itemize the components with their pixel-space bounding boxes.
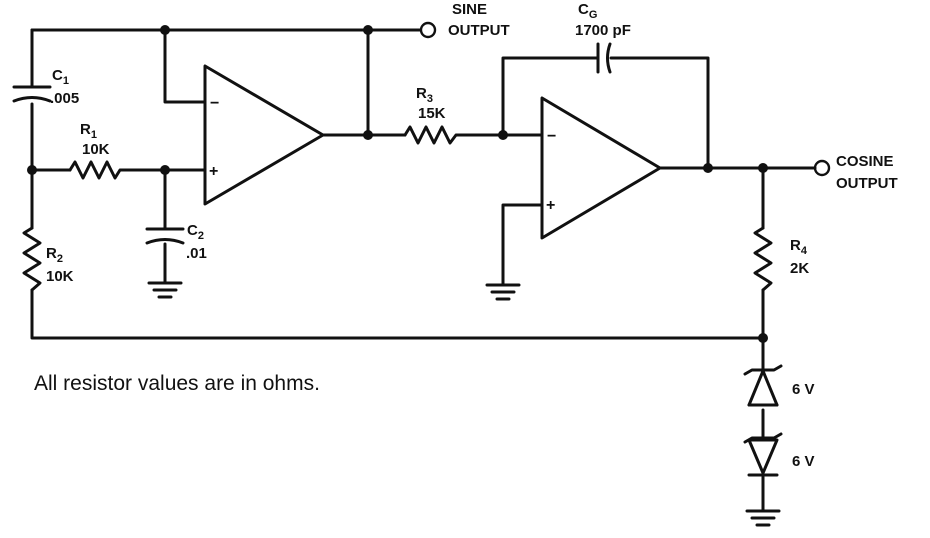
c1-sub: 1 [63, 75, 69, 87]
cosine-output-label: COSINE OUTPUT [836, 153, 898, 192]
cosine-output-line1: COSINE [836, 153, 894, 170]
svg-text:CG: CG [578, 1, 597, 21]
r3-sub: 3 [427, 93, 433, 105]
r4-label: R4 2K [790, 237, 809, 277]
svg-text:R1: R1 [80, 121, 97, 141]
cg-value: 1700 pF [575, 22, 631, 39]
svg-text:R4: R4 [790, 237, 808, 257]
wires [30, 28, 817, 512]
ground-icon [745, 509, 781, 527]
junction-dot [363, 130, 373, 140]
svg-text:R3: R3 [416, 85, 433, 105]
cg-sub: G [589, 9, 598, 21]
junction-dot [160, 25, 170, 35]
c1-value: .005 [50, 90, 79, 107]
svg-text:R2: R2 [46, 245, 63, 265]
r3-label: R3 15K [416, 85, 446, 122]
r1-sub: 1 [91, 129, 97, 141]
r1-value: 10K [82, 141, 110, 158]
junction-dot [160, 165, 170, 175]
junction-dot [363, 25, 373, 35]
op-amp-1-noninverting-pin: + [209, 163, 218, 180]
junction-dot [703, 163, 713, 173]
r4-value: 2K [790, 260, 809, 277]
c2-sub: 2 [198, 230, 204, 242]
sine-output-terminal [419, 21, 437, 39]
junction-dots [27, 25, 768, 343]
zener-1-voltage-label: 6 V [792, 381, 815, 398]
c2-name: C [187, 222, 198, 239]
zener-diode-1-symbol [743, 364, 783, 407]
sine-output-label: SINE OUTPUT [448, 1, 510, 39]
sine-output-line1: SINE [452, 1, 487, 18]
junction-dot [758, 163, 768, 173]
r2-label: R2 10K [46, 245, 74, 285]
junction-dot [27, 165, 37, 175]
ground-icon [147, 281, 183, 299]
r1-label: R1 10K [80, 121, 110, 158]
r2-sub: 2 [57, 253, 63, 265]
sine-output-line2: OUTPUT [448, 22, 510, 39]
cosine-output-terminal [813, 159, 831, 177]
c2-label: C2 .01 [186, 222, 207, 262]
c1-name: C [52, 67, 63, 84]
r2-value: 10K [46, 268, 74, 285]
junction-dot [758, 333, 768, 343]
r1-name: R [80, 121, 91, 138]
zener-2-voltage-label: 6 V [792, 453, 815, 470]
capacitor-c2-symbol [145, 227, 185, 245]
resistor-r4-symbol [753, 226, 773, 292]
zener-diode-2-symbol [743, 432, 783, 477]
r2-name: R [46, 245, 57, 262]
r4-sub: 4 [801, 245, 808, 257]
op-amp-1-inverting-pin: − [210, 95, 219, 112]
c2-value: .01 [186, 245, 207, 262]
op-amp-1-symbol: − + [203, 64, 325, 206]
resistor-r1-symbol [68, 160, 126, 180]
cg-name: C [578, 1, 589, 18]
capacitor-c1-symbol [12, 85, 52, 103]
resistor-r2-symbol [22, 226, 42, 292]
svg-text:C2: C2 [187, 222, 204, 242]
op-amp-2-inverting-pin: − [547, 128, 556, 145]
ground-icon [485, 283, 521, 301]
junction-dot [498, 130, 508, 140]
r4-name: R [790, 237, 801, 254]
r3-value: 15K [418, 105, 446, 122]
op-amp-2-symbol: − + [540, 96, 662, 240]
cg-label: CG 1700 pF [575, 1, 631, 39]
capacitor-cg-symbol [596, 42, 612, 74]
resistor-units-note: All resistor values are in ohms. [34, 372, 320, 395]
op-amp-2-noninverting-pin: + [546, 197, 555, 214]
cosine-output-line2: OUTPUT [836, 175, 898, 192]
resistor-r3-symbol [403, 125, 467, 145]
svg-text:C1: C1 [52, 67, 69, 87]
c1-label: C1 .005 [50, 67, 79, 107]
r3-name: R [416, 85, 427, 102]
